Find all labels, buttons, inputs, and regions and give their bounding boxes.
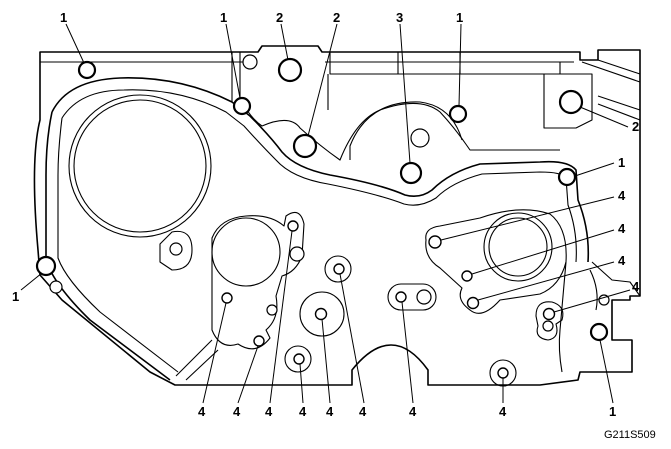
right-lower-bosses bbox=[535, 261, 641, 373]
callout-label: 1 bbox=[60, 10, 67, 25]
figure-code: G211S509 bbox=[604, 429, 656, 441]
callout-label: 4 bbox=[618, 253, 626, 268]
bore-lug bbox=[159, 230, 193, 271]
callout-label: 1 bbox=[609, 404, 616, 419]
callout-label: 1 bbox=[618, 155, 625, 170]
callout-label: 4 bbox=[499, 404, 507, 419]
bolt-4-c bbox=[466, 296, 480, 310]
bolts bbox=[35, 57, 609, 379]
callout-label: 4 bbox=[632, 279, 640, 294]
bolt-4-i bbox=[293, 353, 305, 365]
oval-slot bbox=[387, 283, 437, 311]
bolt-4-b bbox=[461, 270, 473, 282]
callout-label: 1 bbox=[456, 10, 463, 25]
callout-label: 4 bbox=[233, 404, 241, 419]
small-holes bbox=[49, 54, 430, 316]
callout-label: 4 bbox=[618, 188, 626, 203]
callout-label: 4 bbox=[299, 404, 307, 419]
bolt-4-d bbox=[542, 307, 556, 321]
bolt-3 bbox=[399, 161, 423, 185]
bolt-4-a bbox=[428, 235, 442, 249]
bolt-4-e bbox=[395, 291, 407, 303]
bolt-4-k bbox=[333, 263, 345, 275]
callout-label: 2 bbox=[632, 119, 639, 134]
lower-bosses bbox=[284, 255, 517, 387]
bolt-1-e bbox=[35, 255, 57, 277]
callout-label: 4 bbox=[326, 404, 334, 419]
callout-label: 4 bbox=[618, 221, 626, 236]
callout-labels: 1 1 2 2 3 1 2 1 4 4 4 4 1 4 4 4 4 4 4 4 … bbox=[12, 10, 640, 419]
callout-label: 2 bbox=[276, 10, 283, 25]
bolt-2-b bbox=[292, 133, 318, 159]
bolt-1-c bbox=[448, 104, 468, 124]
crank-seal-bore bbox=[68, 94, 212, 238]
callout-label: 3 bbox=[396, 10, 403, 25]
bolt-4-f bbox=[221, 292, 233, 304]
bolt-4-h bbox=[287, 220, 299, 232]
callout-label: 2 bbox=[333, 10, 340, 25]
bolt-1-a bbox=[77, 60, 97, 80]
cover-gasket-outline bbox=[45, 77, 590, 381]
bolt-4-g bbox=[253, 335, 265, 347]
bolt-2-c bbox=[558, 89, 584, 115]
callout-label: 1 bbox=[220, 10, 227, 25]
callout-label: 4 bbox=[359, 404, 367, 419]
leader-lines bbox=[20, 23, 631, 404]
callout-label: 1 bbox=[12, 289, 19, 304]
oil-pump-body bbox=[175, 211, 305, 381]
right-upper-block bbox=[543, 73, 641, 129]
bolt-1-d bbox=[557, 167, 577, 187]
bolt-1-f bbox=[589, 322, 609, 342]
callout-label: 4 bbox=[409, 404, 417, 419]
bolt-4-j bbox=[314, 307, 328, 321]
right-bore-cluster bbox=[425, 209, 567, 314]
callout-label: 4 bbox=[265, 404, 273, 419]
bolt-4-l bbox=[497, 367, 509, 379]
bolt-1-b bbox=[232, 96, 252, 116]
callout-label: 4 bbox=[198, 404, 206, 419]
bolt-2-a bbox=[277, 57, 303, 83]
